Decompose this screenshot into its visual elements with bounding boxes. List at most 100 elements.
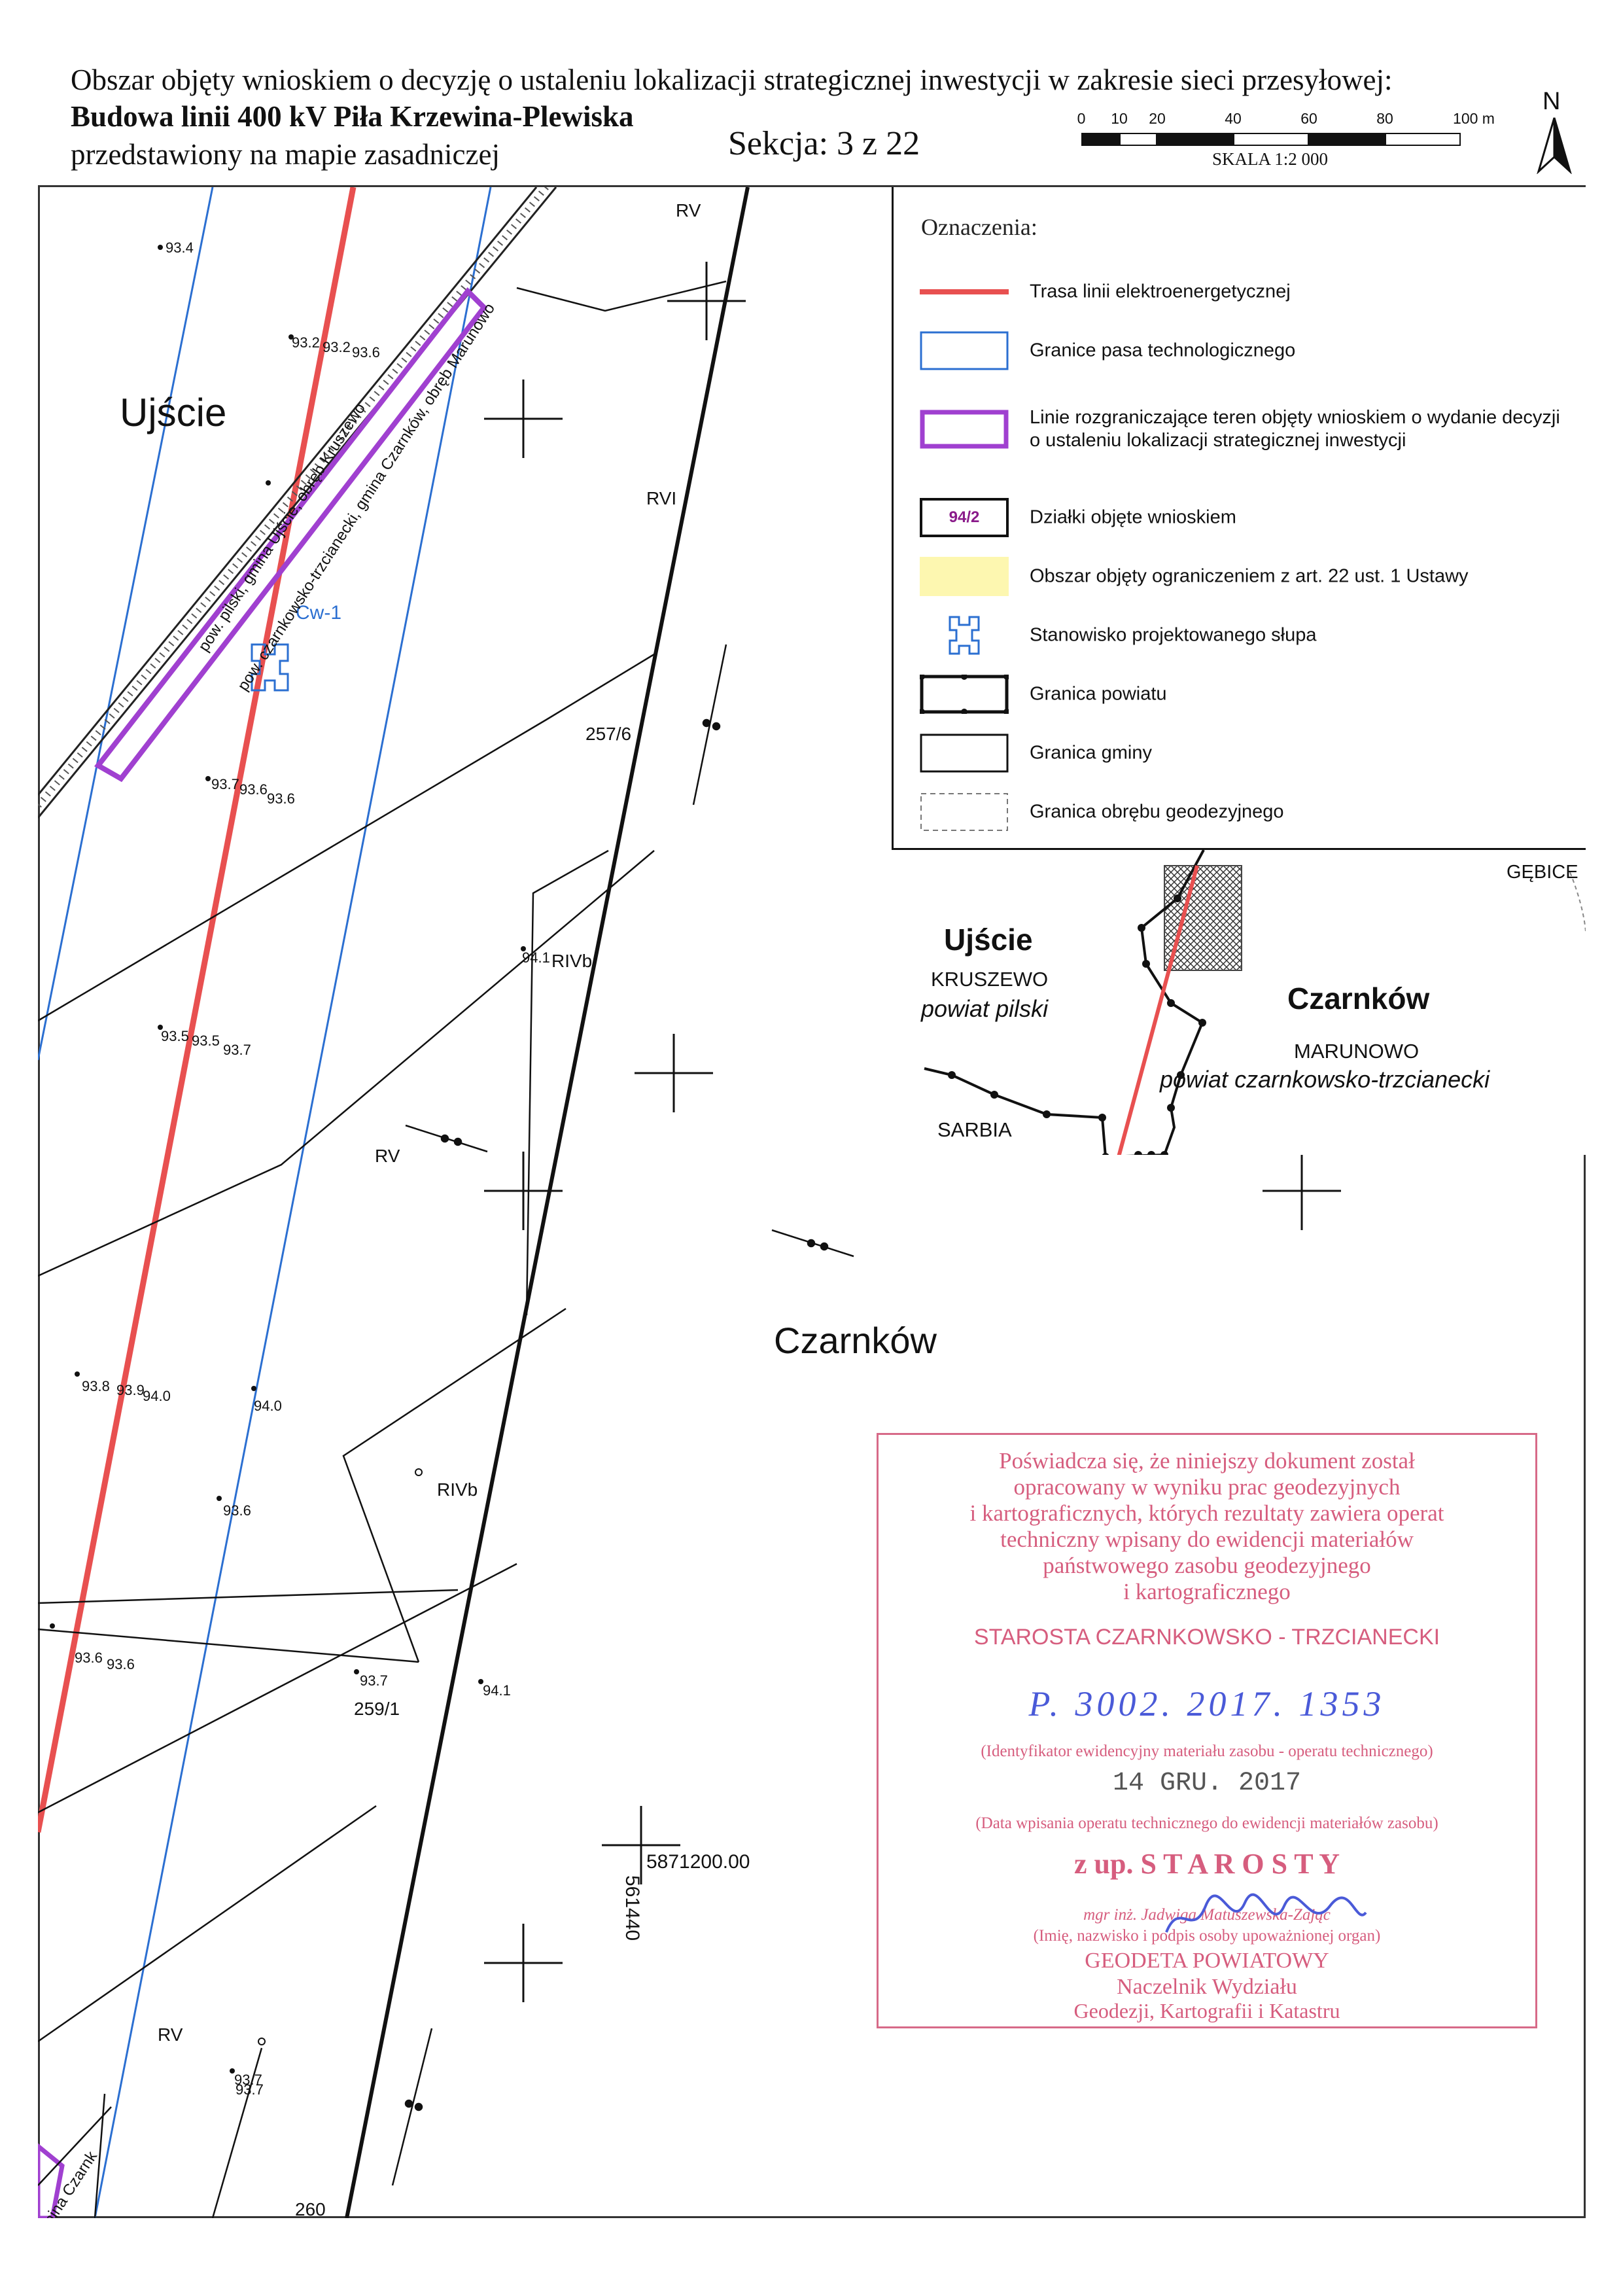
stamp-text: i kartograficznego	[1123, 1579, 1291, 1604]
certification-stamp: Poświadcza się, że niniejszy dokument zo…	[877, 1433, 1537, 2028]
scale-caption: SKALA 1:2 000	[1212, 149, 1329, 169]
section-label: Sekcja: 3 z 22	[728, 125, 920, 162]
scale-tick: 60	[1300, 110, 1317, 127]
scale-tick: 40	[1225, 110, 1242, 127]
legend-item-parcels: 94/2 Działki objęte wnioskiem	[920, 491, 1580, 544]
belt-left-line	[38, 187, 214, 1061]
soil-class-label: RVI	[646, 488, 677, 508]
legend-label: Działki objęte wnioskiem	[1030, 506, 1236, 528]
legend-label: Granice pasa technologicznego	[1030, 340, 1296, 361]
stamp-text: państwowego zasobu geodezyjnego	[1043, 1553, 1371, 1578]
scale-tick: 10	[1111, 110, 1128, 127]
parcel-lines	[38, 280, 727, 2218]
elevation-label: 93.6	[267, 790, 295, 807]
elevation-label: 93.8	[82, 1378, 110, 1394]
inset-label-sarbia: SARBIA	[937, 1118, 1012, 1141]
scale-tick: 0	[1077, 110, 1086, 127]
parcel-number-icon: 94/2	[920, 498, 1009, 537]
inset-label-ujscie: Ujście	[944, 923, 1033, 957]
title-block: Obszar objęty wnioskiem o decyzję o usta…	[38, 59, 1586, 187]
stamp-text: i kartograficznych, których rezultaty za…	[969, 1500, 1444, 1526]
coordinate-easting: 561440	[621, 1875, 643, 1941]
stamp-for-starosta: z up. S T A R O S T Y	[1074, 1848, 1340, 1880]
stamp-identifier: P. 3002. 2017. 1353	[1028, 1684, 1386, 1723]
elevation-label: 94.1	[483, 1682, 511, 1699]
stamp-text: opracowany w wyniku prac geodezyjnych	[1013, 1474, 1401, 1500]
inset-route-line	[1117, 865, 1199, 1155]
elevation-label: 93.6	[239, 781, 268, 798]
elevation-label: 93.7	[235, 2081, 264, 2098]
elevation-points	[50, 245, 526, 2074]
stamp-text: Poświadcza się, że niniejszy dokument zo…	[999, 1448, 1415, 1474]
legend-item-powiat: Granica powiatu	[920, 668, 1580, 720]
purple-rectangle-icon	[920, 410, 1009, 449]
label-ujscie: Ujście	[120, 391, 227, 434]
pole-symbol-cw1	[251, 643, 289, 692]
inset-label-gebice: GĘBICE	[1507, 862, 1578, 883]
soil-class-label: RIVb	[437, 1479, 478, 1500]
elevation-label: 93.9	[116, 1382, 145, 1398]
belt-right-line	[94, 187, 492, 2218]
legend-label: Granica gminy	[1030, 742, 1152, 764]
legend-label: Granica powiatu	[1030, 683, 1167, 705]
parcel-label-257-6: 257/6	[585, 724, 632, 744]
soil-class-label: RV	[158, 2024, 183, 2045]
parcel-label-260: 260	[295, 2199, 326, 2218]
inset-label-kruszewo: KRUSZEWO	[931, 968, 1049, 991]
elevation-label: 93.6	[223, 1502, 251, 1519]
stamp-authority: STAROSTA CZARNKOWSKO - TRZCIANECKI	[973, 1625, 1440, 1650]
county-border-icon	[920, 675, 1009, 714]
stamp-identifier-caption: (Identyfikator ewidencyjny materiału zas…	[981, 1742, 1433, 1760]
legend-item-belt: Granice pasa technologicznego	[920, 325, 1580, 377]
municipality-boundary	[345, 187, 750, 2218]
elevation-label: 94.0	[254, 1398, 282, 1414]
stamp-title-1: GEODETA POWIATOWY	[1085, 1949, 1329, 1973]
legend-label: Stanowisko projektowanego słupa	[1030, 624, 1317, 646]
elevation-label: 93.6	[352, 344, 380, 361]
scale-tick: 20	[1149, 110, 1166, 127]
route-line-icon	[920, 289, 1009, 294]
north-arrow-icon	[1537, 117, 1572, 174]
legend-label: Obszar objęty ograniczeniem z art. 22 us…	[1030, 565, 1469, 587]
inset-drawing	[924, 850, 1586, 1155]
soil-class-label: RV	[375, 1146, 400, 1166]
inset-label-powiat-pilski: powiat pilski	[921, 995, 1049, 1022]
elevation-label: 93.2	[292, 334, 320, 351]
legend-item-obreb: Granica obrębu geodezyjnego	[920, 786, 1580, 838]
grid-crosses	[484, 262, 1341, 2002]
stamp-date: 14 GRU. 2017	[1112, 1769, 1302, 1798]
municipality-border-icon	[920, 733, 1009, 773]
stamp-text: techniczny wpisany do ewidencji materiał…	[1000, 1527, 1414, 1552]
scale-bar-segment	[1119, 133, 1157, 146]
yellow-area-icon	[920, 557, 1009, 596]
scale-bar-segment	[1385, 133, 1461, 146]
overview-inset-map: GĘBICE Ujście KRUSZEWO powiat pilski Cza…	[892, 848, 1586, 1155]
stamp-signer: mgr inż. Jadwiga Matuszewska-Zając	[1083, 1906, 1331, 1924]
legend-label: Trasa linii elektroenergetycznej	[1030, 281, 1291, 302]
legend-item-gmina: Granica gminy	[920, 727, 1580, 779]
parcel-label-259-1: 259/1	[354, 1699, 400, 1719]
label-czarnkow: Czarnków	[774, 1320, 937, 1361]
scale-bar-segment	[1233, 133, 1309, 146]
elevation-label: 93.6	[75, 1650, 103, 1666]
elevation-label: 94.1	[522, 949, 550, 966]
map-area: Ujście Czarnków Cw-1 5871200.00 561440 2…	[38, 187, 1586, 2218]
elevation-label: 93.2	[322, 339, 351, 355]
inset-label-powiat-czarnkowsko-trzcianecki: powiat czarnkowsko-trzcianecki	[1160, 1066, 1490, 1093]
scale-tick: 100 m	[1453, 110, 1495, 127]
elevation-label: 93.6	[107, 1656, 135, 1672]
stamp-date-caption: (Data wpisania operatu technicznego do e…	[975, 1814, 1438, 1832]
elevation-label: 94.0	[143, 1388, 171, 1404]
soil-class-label: RV	[676, 200, 701, 221]
coordinate-northing: 5871200.00	[646, 1851, 750, 1873]
scale-bar-segment	[1309, 133, 1385, 146]
inset-county-border	[924, 850, 1205, 1155]
elevation-label: 93.5	[192, 1033, 220, 1049]
elevation-label: 93.5	[161, 1028, 189, 1044]
title-line-2: Budowa linii 400 kV Piła Krzewina-Plewis…	[71, 100, 634, 133]
scale-bar-segment	[1081, 133, 1119, 146]
inset-label-marunowo: MARUNOWO	[1294, 1040, 1420, 1063]
elevation-label: 93.7	[211, 776, 239, 792]
pole-icon	[949, 616, 980, 655]
stamp-title-2: Naczelnik Wydziału	[1117, 1975, 1297, 1999]
